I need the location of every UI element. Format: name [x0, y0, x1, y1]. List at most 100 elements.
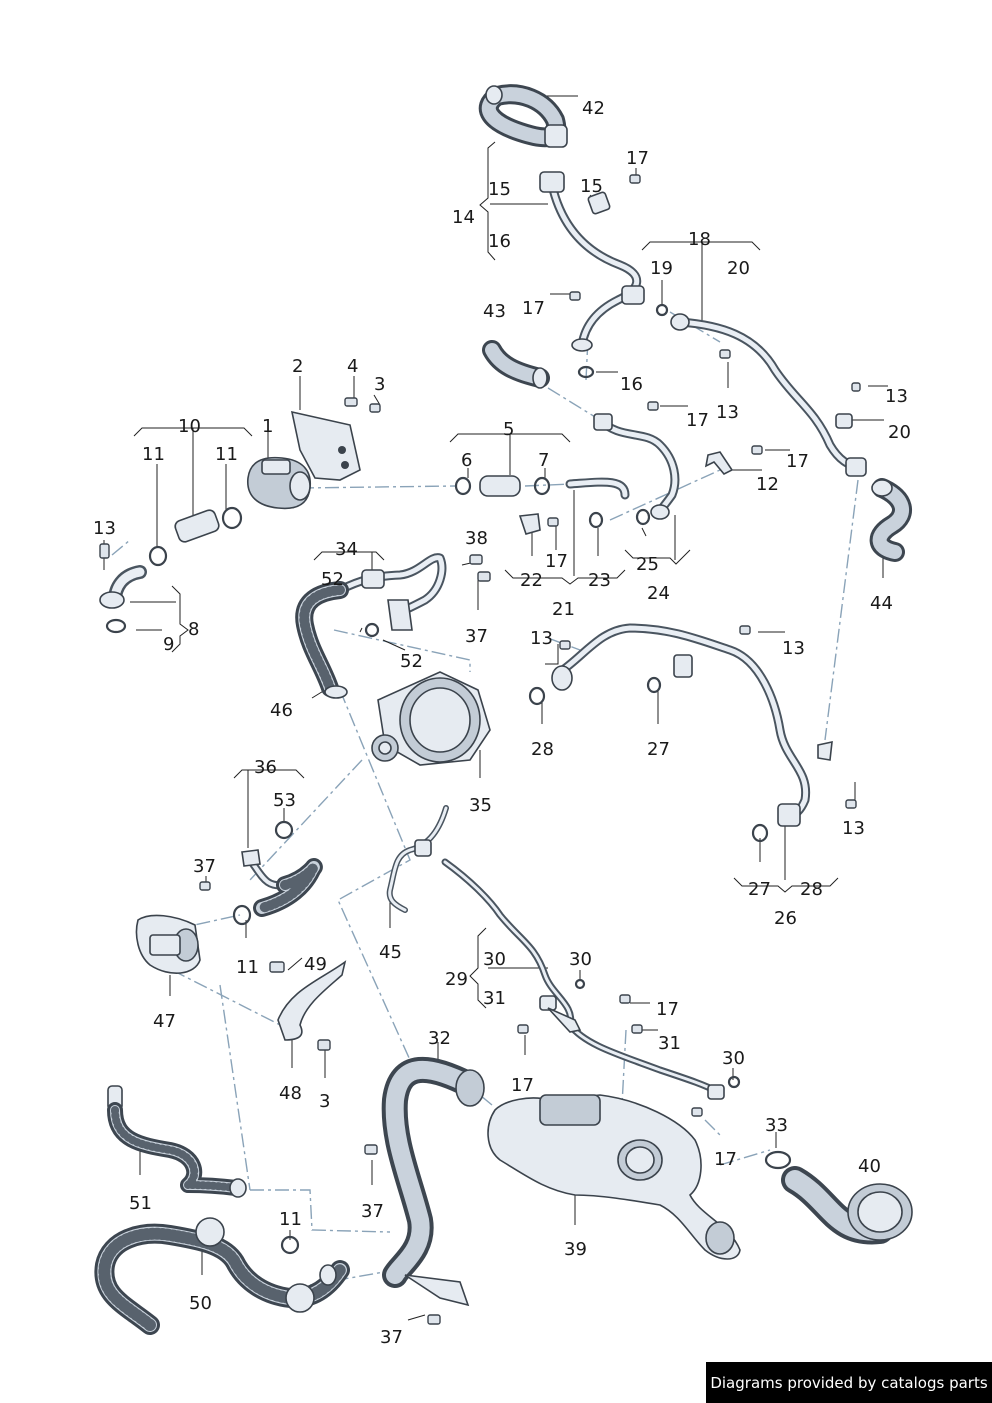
- bolt-17-top: [569, 174, 641, 301]
- pump-1: [247, 397, 381, 510]
- callout-26: 26: [774, 908, 797, 929]
- callout-11: 11: [279, 1209, 302, 1230]
- callout-28: 28: [800, 879, 823, 900]
- callout-17: 17: [511, 1075, 534, 1096]
- callout-13: 13: [93, 518, 116, 539]
- credit-banner: Diagrams provided by catalogs parts: [706, 1362, 992, 1403]
- callout-21: 21: [552, 599, 575, 620]
- callout-30: 30: [483, 949, 506, 970]
- callout-34: 34: [335, 539, 358, 560]
- callout-51: 51: [129, 1193, 152, 1214]
- callout-25: 25: [636, 554, 659, 575]
- callout-50: 50: [189, 1293, 212, 1314]
- hose-10: [148, 506, 243, 567]
- callout-13: 13: [716, 402, 739, 423]
- hose-40: [764, 1150, 913, 1245]
- callout-28: 28: [531, 739, 554, 760]
- callout-46: 46: [270, 700, 293, 721]
- hose-51: [107, 1085, 247, 1198]
- pipe-29: [441, 858, 741, 1117]
- callout-17: 17: [714, 1149, 737, 1170]
- callout-3: 3: [374, 374, 385, 395]
- pipe-32: [364, 1056, 485, 1325]
- callout-13: 13: [885, 386, 908, 407]
- callout-45: 45: [379, 942, 402, 963]
- hose-5: [454, 475, 630, 535]
- callout-17: 17: [545, 551, 568, 572]
- callout-37: 37: [380, 1327, 403, 1348]
- alternator-35: [371, 671, 491, 766]
- callout-17: 17: [686, 410, 709, 431]
- callout-17: 17: [786, 451, 809, 472]
- callout-44: 44: [870, 593, 893, 614]
- callout-11: 11: [236, 957, 259, 978]
- bracket-48: [269, 960, 347, 1051]
- callout-17: 17: [522, 298, 545, 319]
- callout-13: 13: [842, 818, 865, 839]
- callout-39: 39: [564, 1239, 587, 1260]
- callout-2: 2: [292, 356, 303, 377]
- callout-29: 29: [445, 969, 468, 990]
- callout-38: 38: [465, 528, 488, 549]
- callout-23: 23: [588, 570, 611, 591]
- callout-7: 7: [538, 450, 549, 471]
- hose-52: [295, 581, 349, 699]
- pipe-26: [528, 623, 857, 843]
- callout-37: 37: [465, 626, 488, 647]
- callout-1: 1: [262, 416, 273, 437]
- callout-27: 27: [647, 739, 670, 760]
- callout-4: 4: [347, 356, 358, 377]
- callout-31: 31: [658, 1033, 681, 1054]
- callout-9: 9: [163, 634, 174, 655]
- hose-44: [869, 478, 912, 562]
- callout-16: 16: [488, 231, 511, 252]
- callout-13: 13: [530, 628, 553, 649]
- callout-17: 17: [656, 999, 679, 1020]
- callout-33: 33: [765, 1115, 788, 1136]
- callout-52: 52: [321, 569, 344, 590]
- callout-15: 15: [580, 176, 603, 197]
- callout-3: 3: [319, 1091, 330, 1112]
- leader-lines: [103, 95, 888, 1321]
- callout-12: 12: [756, 474, 779, 495]
- callout-17: 17: [626, 148, 649, 169]
- hose-43: [482, 340, 550, 389]
- callout-43: 43: [483, 301, 506, 322]
- callout-16: 16: [620, 374, 643, 395]
- pipe-36: [199, 820, 323, 926]
- callout-40: 40: [858, 1156, 881, 1177]
- callout-30: 30: [722, 1048, 745, 1069]
- callout-47: 47: [153, 1011, 176, 1032]
- callout-30: 30: [569, 949, 592, 970]
- callout-20: 20: [727, 258, 750, 279]
- callout-labels: 42 17 15 15 14 16 18 19 20 17 43 16 13 1…: [93, 98, 911, 1348]
- callout-13: 13: [782, 638, 805, 659]
- callout-5: 5: [503, 419, 514, 440]
- housing-39: [487, 1094, 741, 1260]
- callout-10: 10: [178, 416, 201, 437]
- assembly-lines: [111, 311, 859, 1286]
- callout-37: 37: [361, 1201, 384, 1222]
- callout-8: 8: [188, 619, 199, 640]
- callout-15: 15: [488, 179, 511, 200]
- callout-42: 42: [582, 98, 605, 119]
- pipe-18: [655, 303, 867, 477]
- callout-32: 32: [428, 1028, 451, 1049]
- callout-27: 27: [748, 879, 771, 900]
- elbow-8: [99, 543, 147, 634]
- valve-47: [135, 914, 201, 975]
- callout-24: 24: [647, 583, 670, 604]
- callout-52: 52: [400, 651, 423, 672]
- callout-48: 48: [279, 1083, 302, 1104]
- callout-20: 20: [888, 422, 911, 443]
- callout-6: 6: [461, 450, 472, 471]
- pipe-45: [386, 805, 449, 913]
- hose-42: [478, 84, 568, 148]
- callout-22: 22: [520, 570, 543, 591]
- callout-53: 53: [273, 790, 296, 811]
- callout-11: 11: [142, 444, 165, 465]
- callout-35: 35: [469, 795, 492, 816]
- pipe-24: [593, 401, 763, 526]
- callout-18: 18: [688, 229, 711, 250]
